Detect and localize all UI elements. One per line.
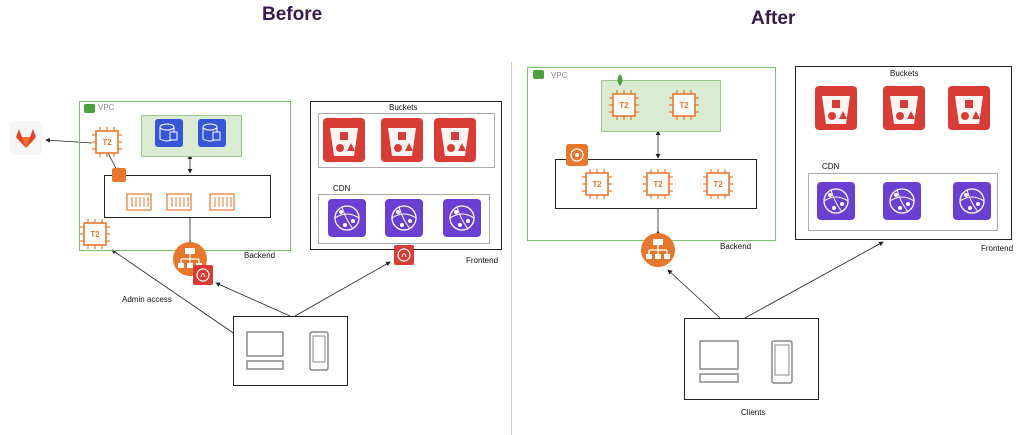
clients-box-after <box>684 318 819 400</box>
admin-access-label: Admin access <box>122 295 172 304</box>
cloudfront-icon <box>442 198 482 238</box>
autoscaling-icon <box>566 144 588 166</box>
t2-label: T2 <box>619 101 629 110</box>
mobile-icon <box>771 340 793 384</box>
t2-label: T2 <box>653 180 663 189</box>
buckets-label-before: Buckets <box>389 103 418 112</box>
buckets-label-after: Buckets <box>890 69 919 78</box>
ec2-instance-icon: T2 <box>79 218 111 250</box>
container-icon <box>126 193 152 211</box>
clients-label: Clients <box>741 408 766 417</box>
container-icon <box>166 193 192 211</box>
backend-label-after: Backend <box>720 242 752 251</box>
section-divider <box>511 62 512 435</box>
clients-box-before <box>233 316 348 386</box>
ec2-instance-icon: T2 <box>702 168 734 200</box>
ec2-instance-icon: T2 <box>608 89 640 121</box>
gitlab-icon <box>10 121 42 155</box>
cloudfront-icon <box>882 181 922 221</box>
s3-bucket-icon <box>434 118 476 162</box>
t2-label: T2 <box>102 138 112 147</box>
desktop-icon <box>699 340 739 384</box>
vpc-cloud-icon <box>84 104 95 113</box>
cdn-label-before: CDN <box>333 184 351 193</box>
mongodb-leaf-icon <box>615 73 625 86</box>
s3-bucket-icon <box>883 86 925 130</box>
cloudfront-icon <box>816 181 856 221</box>
cloudfront-icon <box>327 198 367 238</box>
ec2-instance-icon: T2 <box>91 126 123 158</box>
backend-label-before: Backend <box>244 251 276 260</box>
s3-bucket-icon <box>323 118 365 162</box>
cdn-label-after: CDN <box>822 162 840 171</box>
s3-bucket-icon <box>815 86 857 130</box>
t2-label: T2 <box>713 180 723 189</box>
autoscaling-group-before <box>104 175 271 218</box>
before-title: Before <box>262 4 323 25</box>
rds-icon <box>198 119 226 147</box>
ec2-instance-icon: T2 <box>668 89 700 121</box>
t2-label: T2 <box>90 230 100 239</box>
frontend-label-before: Frontend <box>466 256 499 265</box>
cloudfront-icon <box>384 198 424 238</box>
load-balancer-icon <box>640 232 676 268</box>
t2-label: T2 <box>592 180 602 189</box>
desktop-icon <box>246 331 284 371</box>
vpc-label-after: VPC <box>551 71 568 80</box>
t2-label: T2 <box>679 101 689 110</box>
waf-icon <box>393 244 415 266</box>
waf-icon <box>192 264 214 286</box>
vpc-label-before: VPC <box>98 103 115 112</box>
cloudfront-icon <box>952 181 992 221</box>
ec2-instance-icon: T2 <box>581 168 613 200</box>
after-title: After <box>751 8 796 29</box>
s3-bucket-icon <box>381 118 423 162</box>
frontend-label-after: Frontend <box>981 244 1014 253</box>
s3-bucket-icon <box>948 86 990 130</box>
ec2-instance-icon: T2 <box>642 168 674 200</box>
rds-icon <box>155 119 183 147</box>
container-icon <box>209 193 235 211</box>
vpc-cloud-icon <box>533 70 544 79</box>
autoscaling-icon <box>112 168 126 182</box>
mobile-icon <box>309 331 329 371</box>
